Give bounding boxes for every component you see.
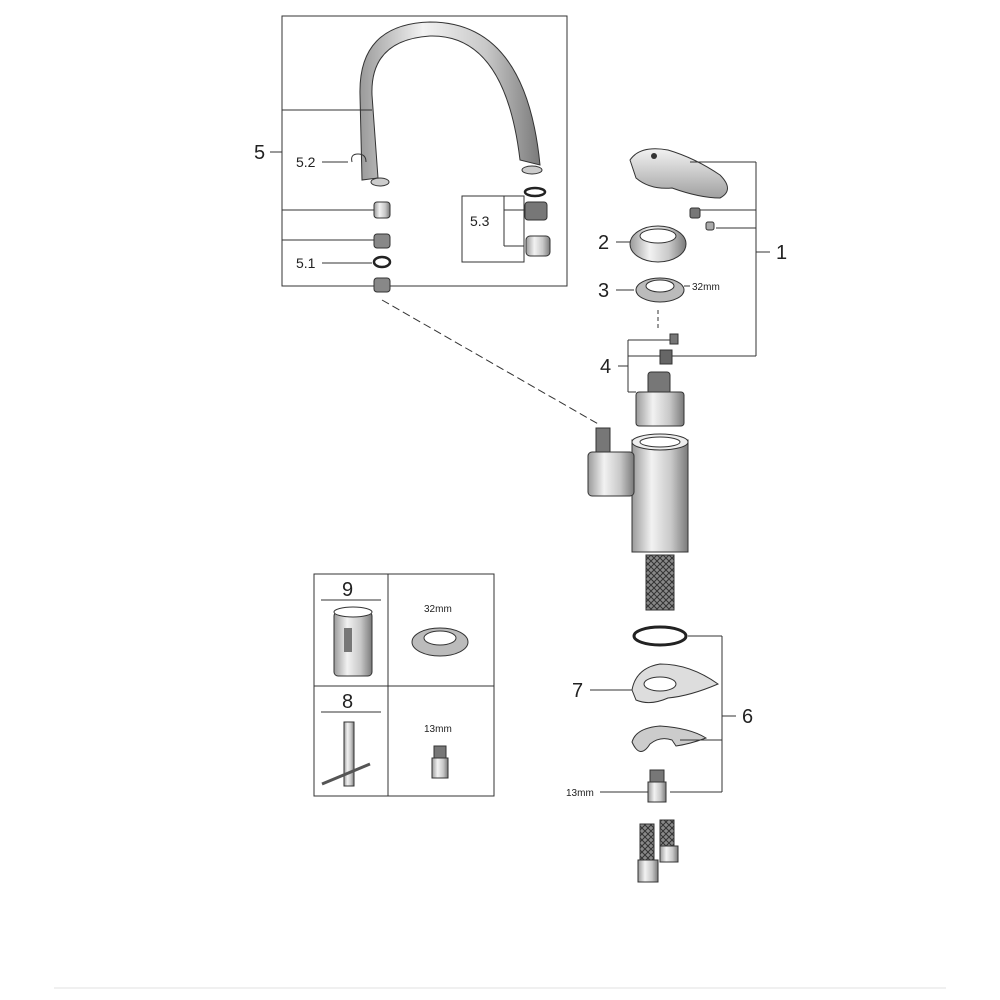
- label-part-8: 8: [342, 691, 353, 713]
- aerator-icon: [523, 186, 551, 257]
- label-part-5: 5: [254, 142, 265, 164]
- dim-tool-32: 32mm: [424, 604, 452, 615]
- label-part-6: 6: [742, 706, 753, 728]
- threaded-stud-icon: [647, 769, 667, 803]
- dim-tool-13: 13mm: [424, 724, 452, 735]
- spout-group-frame: [281, 15, 568, 287]
- aerator-group-frame: [461, 195, 525, 263]
- label-part-5-2: 5.2: [296, 154, 316, 170]
- label-part-2: 2: [598, 232, 609, 254]
- spout-icon: [359, 21, 543, 187]
- hose-ends-icon: [637, 819, 679, 883]
- horseshoe-washer-icon: [631, 725, 708, 752]
- braided-hose-icon: [645, 554, 675, 611]
- faucet-body-icon: [587, 427, 689, 553]
- dim-nut-13: 13mm: [566, 788, 594, 799]
- o-ring-icon: [632, 625, 688, 647]
- socket-13-icon: [431, 745, 449, 779]
- spout-small-parts: [372, 201, 392, 293]
- clip-icon: [351, 153, 367, 163]
- dim-nut-32: 32mm: [692, 282, 720, 293]
- cartridge-icon: [635, 333, 685, 427]
- label-part-9: 9: [342, 579, 353, 601]
- wrench-32-icon: [411, 627, 469, 657]
- nut-32-icon: [635, 277, 685, 303]
- label-part-1: 1: [776, 242, 787, 264]
- lever-handle-icon: [629, 148, 728, 231]
- label-part-5-3: 5.3: [470, 213, 490, 229]
- socket-tool-icon: [321, 721, 371, 787]
- cartridge-tool-icon: [333, 606, 373, 677]
- mounting-plate-icon: [631, 663, 720, 704]
- label-part-7: 7: [572, 680, 583, 702]
- spout-connection-line: [381, 299, 601, 426]
- tools-frame: [313, 573, 495, 797]
- cover-cap-icon: [629, 225, 687, 263]
- label-part-4: 4: [600, 356, 611, 378]
- label-part-5-1: 5.1: [296, 255, 316, 271]
- label-part-3: 3: [598, 280, 609, 302]
